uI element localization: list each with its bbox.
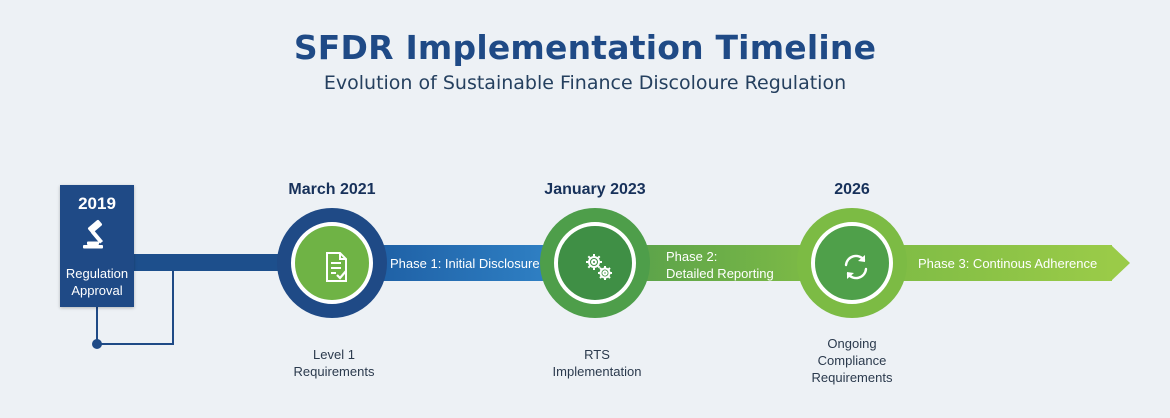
start-label: Regulation Approval (60, 265, 134, 299)
milestone-1-inner (291, 222, 373, 304)
timeline-band-start (134, 254, 294, 271)
milestone-2-date: January 2023 (544, 181, 646, 198)
gavel-icon (83, 219, 104, 249)
refresh-icon (844, 254, 868, 280)
milestone-2-node (540, 208, 650, 318)
milestone-1-date: March 2021 (288, 181, 376, 198)
start-label-line1: Regulation (65, 266, 129, 281)
start-milestone-box: 2019 Regulation Approval (60, 185, 134, 307)
timeline-band-phase-3 (890, 245, 1112, 281)
milestone-2-caption: RTS Implementation (517, 346, 677, 380)
phase-2-label: Phase 2: Detailed Reporting (666, 248, 774, 282)
connector-vertical-left (96, 307, 98, 345)
milestone-3-inner (811, 222, 893, 304)
page-subtitle: Evolution of Sustainable Finance Discolo… (323, 72, 847, 94)
phase-3-label-line1: Phase 3: Continous Adherence (918, 256, 1098, 271)
connector-dot (92, 339, 102, 349)
gears-icon (586, 254, 612, 280)
milestone-2-caption-line2: Implementation (552, 364, 642, 379)
milestone-1-caption-line1: Level 1 (313, 347, 355, 362)
page-title: SFDR Implementation Timeline (293, 28, 877, 67)
milestone-3-caption-line3: Requirements (811, 370, 893, 385)
document-check-icon (326, 252, 347, 282)
start-year: 2019 (78, 194, 116, 213)
milestone-3-node (797, 208, 907, 318)
milestone-1-node (277, 208, 387, 318)
start-label-line2: Approval (71, 283, 123, 298)
milestone-3-caption-line1: Ongoing (827, 336, 877, 351)
milestone-3-caption-line2: Compliance (817, 353, 887, 368)
milestone-2-inner (554, 222, 636, 304)
timeline-arrow-tip (1111, 245, 1130, 281)
timeline-band-phase-1 (370, 245, 550, 281)
phase-2-label-line2: Detailed Reporting (666, 266, 774, 281)
milestone-1-caption-line2: Requirements (293, 364, 375, 379)
phase-1-label-line1: Phase 1: Initial Disclosure (390, 256, 540, 271)
milestone-2-caption-line1: RTS (584, 347, 610, 362)
connector-horizontal-bottom (96, 343, 174, 345)
connector-vertical-right (172, 266, 174, 345)
phase-3-label: Phase 3: Continous Adherence (918, 255, 1097, 272)
phase-1-label: Phase 1: Initial Disclosure (390, 255, 540, 272)
phase-2-label-line1: Phase 2: (666, 249, 718, 264)
milestone-3-date: 2026 (834, 181, 870, 198)
milestone-3-caption: Ongoing Compliance Requirements (772, 335, 932, 386)
milestone-1-caption: Level 1 Requirements (254, 346, 414, 380)
timeline-band-phase-2 (630, 245, 810, 281)
